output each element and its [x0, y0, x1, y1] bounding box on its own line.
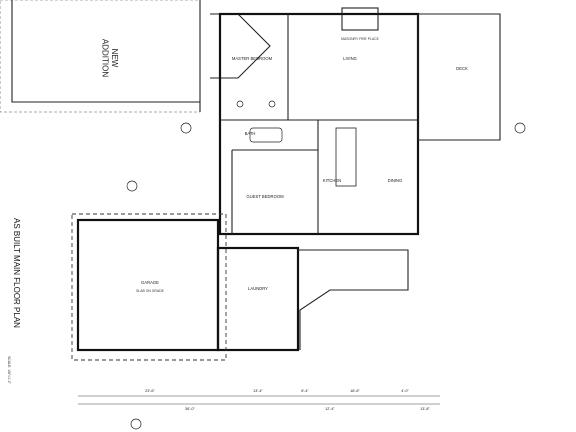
dim-8: 13'-8": [420, 407, 430, 411]
room-label-kitchen: KITCHEN: [323, 178, 341, 183]
property-line: [71, 213, 227, 361]
room-label-garage: GARAGE: [141, 280, 159, 285]
dim-4: 6'-4": [301, 389, 309, 393]
dim-3: 13'-4": [253, 389, 263, 393]
bathtub: [249, 127, 283, 143]
bath-sink-2: [268, 100, 276, 108]
section-marker-4: [130, 418, 142, 430]
kitchen-counter: [335, 127, 357, 187]
room-label-master-bedroom: MASTER BEDROOM: [232, 56, 273, 61]
drawing-title: AS BUILT MAIN FLOOR PLAN: [12, 218, 21, 328]
dim-2: 36'-0": [185, 407, 195, 411]
dimension-lines: 23'-6" 36'-0" 13'-4" 6'-4" 18'-6" 4'-0" …: [78, 389, 440, 411]
section-marker-3: [126, 180, 138, 192]
room-label-deck: DECK: [456, 66, 468, 71]
room-label-living: LIVING: [343, 56, 357, 61]
deck: DECK: [417, 13, 501, 141]
addition-label: NEWADDITION: [100, 39, 119, 77]
room-label-guest-bedroom: GUEST BEDROOM: [246, 194, 284, 199]
drawing-scale: SCALE: 1/8"=1'-0": [7, 356, 11, 384]
dim-1: 23'-6": [145, 389, 155, 393]
main-house-walls: [218, 7, 420, 236]
bath-sink-1: [236, 100, 244, 108]
room-label-dining: DINING: [388, 178, 403, 183]
note-garage-slab: SLAB ON GRADE: [136, 289, 164, 293]
room-label-laundry: LAUNDRY: [248, 286, 268, 291]
new-addition-area: NEWADDITION: [0, 0, 201, 113]
garage: GARAGE SLAB ON GRADE LAUNDRY: [76, 218, 409, 352]
section-marker-1: [180, 122, 192, 134]
section-marker-2: [514, 122, 526, 134]
dim-6: 4'-0": [401, 389, 409, 393]
dim-5: 18'-6": [350, 389, 360, 393]
note-fireplace: MASONRY FIRE PLACE: [341, 37, 379, 41]
dim-7: 12'-4": [325, 407, 335, 411]
